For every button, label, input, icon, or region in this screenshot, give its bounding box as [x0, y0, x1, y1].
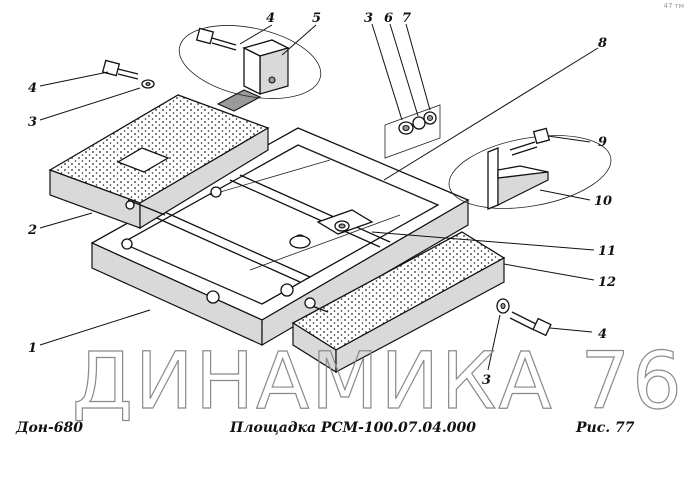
callout-7: 7	[402, 11, 411, 26]
callout-4-left: 4	[28, 81, 37, 96]
callout-4-top: 4	[266, 11, 275, 26]
washer-group-3-6-7	[384, 104, 441, 159]
callout-8: 8	[598, 36, 607, 51]
footer-assembly-title: Площадка РСМ-100.07.04.000	[230, 420, 476, 436]
left-bolt-washer	[101, 59, 155, 89]
callout-11: 11	[598, 244, 616, 259]
callout-5: 5	[312, 11, 321, 26]
callout-3-top: 3	[364, 11, 373, 26]
callout-10: 10	[594, 194, 612, 209]
mount-part-11	[289, 209, 374, 249]
leader-lines	[39, 23, 599, 371]
callout-9: 9	[598, 135, 607, 150]
bracket-part-10	[448, 127, 612, 210]
callout-2: 2	[27, 223, 37, 238]
corner-mark: 47 тм	[663, 2, 685, 10]
callout-6: 6	[384, 11, 393, 26]
watermark-text: ДИНАМИКА 76	[72, 337, 684, 427]
callout-numbers: 1 2 3 4 4 5 3 6 7 8 9 10 11 12 4 3	[27, 11, 616, 388]
callout-3-bottom: 3	[482, 373, 491, 388]
callout-3-left: 3	[28, 115, 37, 130]
main-frame-part-1	[90, 127, 470, 347]
callout-1: 1	[28, 341, 37, 356]
callout-12: 12	[598, 275, 616, 290]
footer-figure-number: Рис. 77	[576, 420, 635, 436]
right-platform-part-12	[291, 231, 506, 374]
callout-4-right: 4	[598, 327, 607, 342]
footer-model: Дон-680	[16, 420, 84, 436]
right-bolt-washer	[496, 298, 552, 337]
left-platform-part-2	[48, 89, 270, 230]
bracket-part-5	[178, 25, 322, 99]
